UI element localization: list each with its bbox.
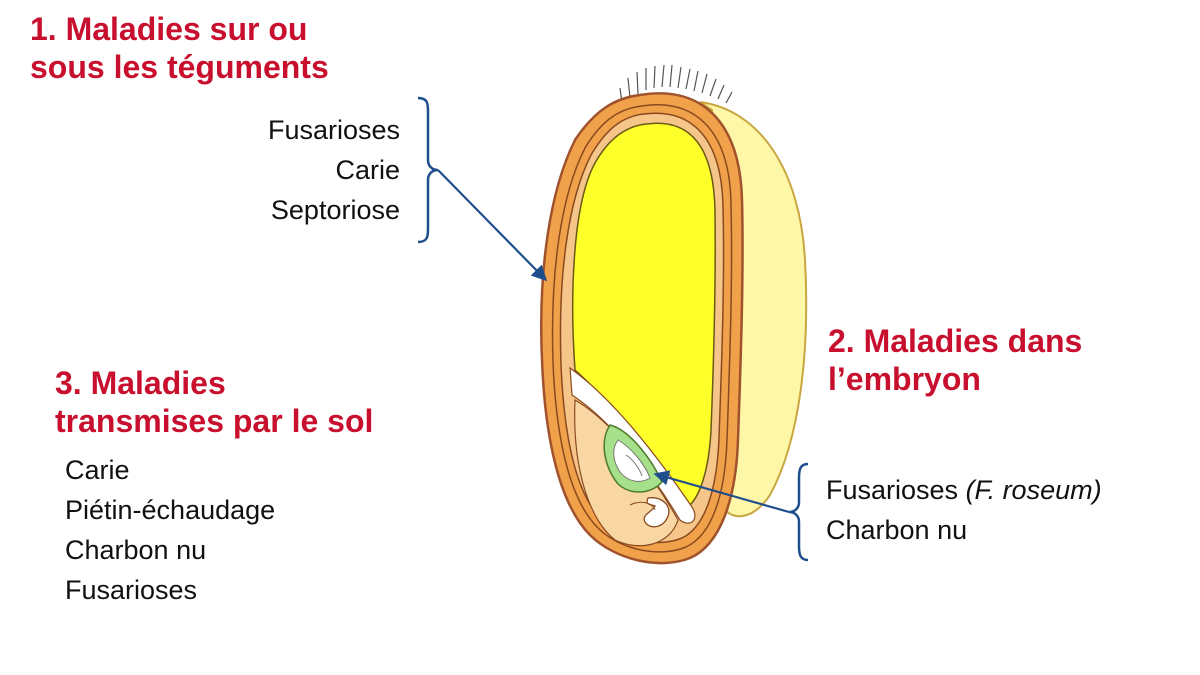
list-item: Carie [65, 455, 130, 485]
bracket-embryo [788, 462, 809, 562]
list-item-text: Charbon nu [826, 515, 968, 545]
heading-coat-line1: 1. Maladies sur ou [30, 11, 308, 47]
list-item: Charbon nu [826, 510, 1102, 550]
list-item: Fusarioses [65, 575, 198, 605]
list-item: Septoriose [270, 195, 400, 225]
heading-embryo-diseases: 2. Maladies dans l’embryon [828, 322, 1082, 398]
heading-coat-line2: sous les téguments [30, 49, 329, 85]
bracket-coat [417, 96, 439, 244]
arrow-to-embryo [653, 470, 790, 514]
arrow-to-coat [437, 169, 548, 282]
heading-soil-line2: transmises par le sol [55, 403, 374, 439]
heading-embryo-line2: l’embryon [828, 361, 981, 397]
list-item: Fusarioses [267, 115, 400, 145]
list-item: Carie [335, 155, 400, 185]
list-soil-diseases: Carie Piétin-échaudage Charbon nu Fusari… [65, 450, 275, 610]
list-item-text: Fusarioses [826, 475, 966, 505]
list-coat-diseases: Fusarioses Carie Septoriose [200, 110, 400, 230]
list-item: Fusarioses (F. roseum) [826, 470, 1102, 510]
list-item: Piétin-échaudage [65, 495, 276, 525]
seed-brush-hairs [619, 64, 733, 104]
list-item: Charbon nu [65, 535, 207, 565]
heading-embryo-line1: 2. Maladies dans [828, 323, 1083, 359]
heading-soil-diseases: 3. Maladies transmises par le sol [55, 364, 373, 440]
list-embryo-diseases: Fusarioses (F. roseum) Charbon nu [826, 470, 1102, 550]
heading-soil-line1: 3. Maladies [55, 365, 226, 401]
heading-coat-diseases: 1. Maladies sur ou sous les téguments [30, 10, 329, 86]
list-item-note: (F. roseum) [965, 475, 1102, 505]
